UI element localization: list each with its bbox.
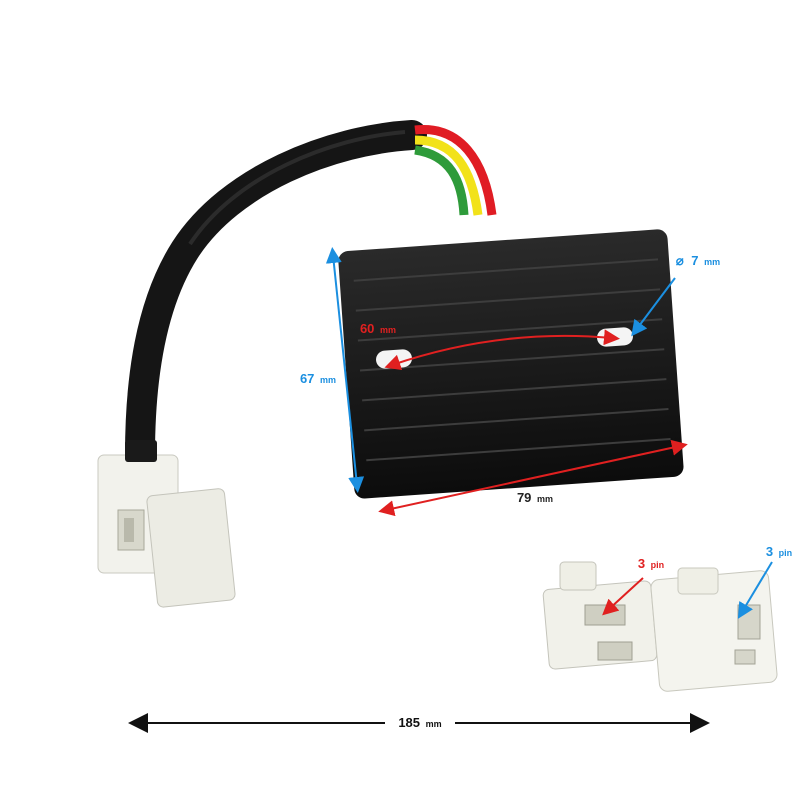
black-cable xyxy=(125,120,427,470)
left-pin-pointer xyxy=(602,577,644,616)
height-dimension-line xyxy=(325,247,365,493)
right-pin-label: 3 pin xyxy=(766,544,792,559)
colored-wires xyxy=(414,125,497,216)
regulator-body xyxy=(338,229,684,499)
hole-spacing-line xyxy=(384,329,620,370)
hole-spacing-label: 60 mm xyxy=(360,321,396,336)
width-dimension-line xyxy=(378,439,688,517)
total-length-label: 185 mm xyxy=(398,715,441,730)
cable-connector xyxy=(97,440,236,608)
height-label: 67 mm xyxy=(300,371,336,386)
right-pin-pointer xyxy=(737,561,773,619)
width-label: 79 mm xyxy=(517,490,553,505)
connector-pair xyxy=(542,561,778,692)
hole-diameter-label: ⌀ 7 mm xyxy=(676,253,720,268)
left-pin-label: 3 pin xyxy=(638,556,664,571)
mounting-slot-left xyxy=(376,349,412,369)
hole-diameter-pointer xyxy=(631,277,676,337)
